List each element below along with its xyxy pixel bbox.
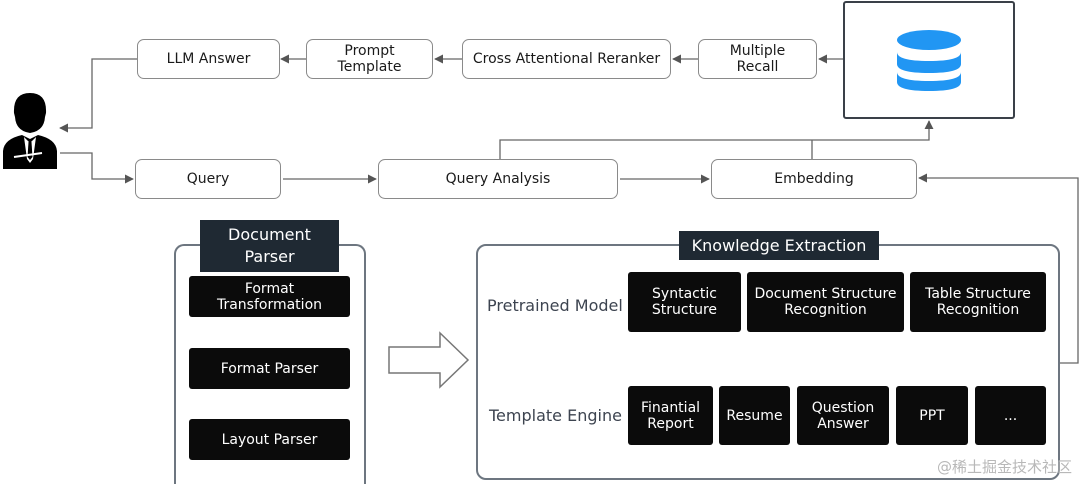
ellipsis-box: ... bbox=[975, 386, 1046, 445]
syntactic-structure-box: Syntactic Structure bbox=[628, 272, 741, 332]
database-frame bbox=[843, 1, 1015, 119]
hollow-right-arrow-icon bbox=[388, 331, 470, 389]
arrow-user-to-query bbox=[60, 152, 134, 184]
knowledge-extraction-title: Knowledge Extraction bbox=[679, 231, 879, 260]
embedding-box: Embedding bbox=[711, 159, 917, 199]
watermark: @稀土掘金技术社区 bbox=[936, 458, 1072, 476]
llm-answer-box: LLM Answer bbox=[137, 39, 280, 79]
table-structure-recognition-box: Table Structure Recognition bbox=[910, 272, 1046, 332]
ppt-box: PPT bbox=[896, 386, 968, 445]
format-transformation-box: Format Transformation bbox=[189, 276, 350, 317]
layout-parser-box: Layout Parser bbox=[189, 419, 350, 460]
document-structure-recognition-box: Document Structure Recognition bbox=[747, 272, 904, 332]
multiple-recall-box: Multiple Recall bbox=[698, 39, 817, 79]
arrow-llm-to-user bbox=[59, 58, 137, 133]
reranker-box: Cross Attentional Reranker bbox=[462, 39, 671, 79]
template-engine-label: Template Engine bbox=[489, 406, 622, 425]
resume-box: Resume bbox=[719, 386, 790, 445]
database-icon bbox=[897, 30, 961, 91]
query-analysis-box: Query Analysis bbox=[378, 159, 618, 199]
prompt-template-box: Prompt Template bbox=[306, 39, 433, 79]
document-parser-title: Document Parser bbox=[200, 220, 339, 272]
arrow-extraction-to-embedding bbox=[918, 173, 1079, 364]
user-icon bbox=[0, 87, 60, 169]
query-box: Query bbox=[135, 159, 281, 199]
pretrained-model-label: Pretrained Model bbox=[487, 296, 623, 315]
arrow-analysis-to-db bbox=[499, 120, 934, 159]
question-answer-box: Question Answer bbox=[797, 386, 889, 445]
format-parser-box: Format Parser bbox=[189, 348, 350, 389]
financial-report-box: Finantial Report bbox=[628, 386, 713, 445]
